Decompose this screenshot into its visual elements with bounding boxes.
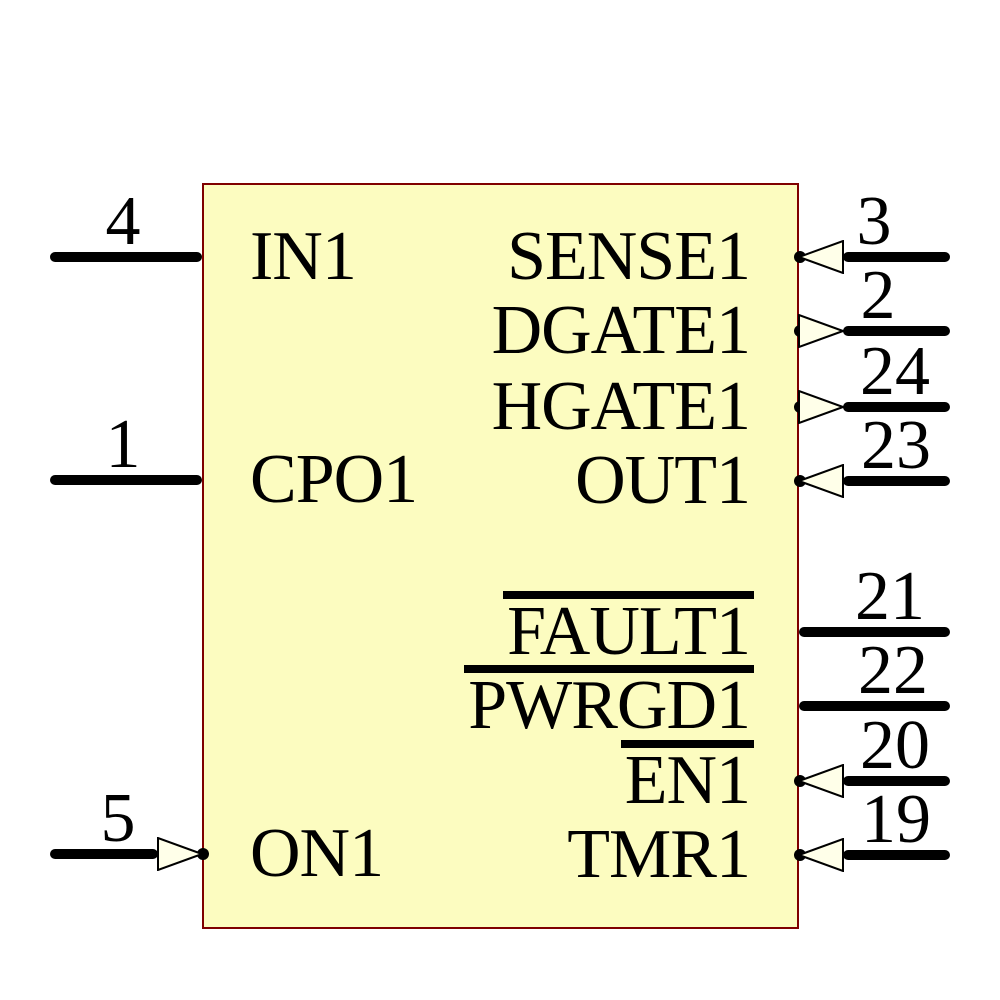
pin-line-23[interactable]: [843, 476, 950, 486]
pin-label-in1: IN1: [250, 218, 357, 295]
pin-label-en1: EN1: [620, 740, 754, 816]
ic-body[interactable]: [202, 183, 799, 929]
pin-number-24: 24: [860, 333, 930, 410]
pin-number-22: 22: [858, 632, 928, 709]
pin-line-3[interactable]: [843, 252, 950, 262]
pin-number-5: 5: [100, 780, 136, 857]
pin-number-3: 3: [856, 183, 892, 260]
pin-line-19[interactable]: [843, 850, 950, 860]
pin-number-2: 2: [860, 257, 896, 334]
pin-arrow-out-of-body-24: [798, 390, 844, 424]
pin-number-23: 23: [861, 407, 931, 484]
pin-label-cpo1: CPO1: [250, 441, 418, 518]
pin-arrow-into-body-23: [798, 464, 844, 498]
pin-label-fault1: FAULT1: [503, 591, 754, 667]
pin-label-out1: OUT1: [575, 442, 751, 519]
pin-arrow-into-body-20: [798, 764, 844, 798]
pin-label-tmr1: TMR1: [567, 816, 751, 893]
pin-label-pwrgd1: PWRGD1: [464, 665, 754, 741]
pin-label-sense1: SENSE1: [507, 218, 751, 295]
pin-number-20: 20: [860, 707, 930, 784]
pin-line-5[interactable]: [50, 849, 158, 859]
pin-arrow-into-body-5: [157, 837, 203, 871]
pin-line-21[interactable]: [799, 627, 950, 637]
pin-line-24[interactable]: [843, 402, 950, 412]
pin-dot-5: [197, 848, 209, 860]
pin-line-20[interactable]: [843, 776, 950, 786]
pin-number-4: 4: [105, 183, 141, 260]
overline-bar-en1: [620, 740, 754, 748]
pin-number-1: 1: [105, 406, 141, 483]
pin-number-19: 19: [861, 781, 931, 858]
overline-bar-pwrgd1: [464, 665, 754, 673]
pin-line-22[interactable]: [799, 701, 950, 711]
pin-line-1[interactable]: [50, 475, 202, 485]
pin-arrow-into-body-3: [798, 240, 844, 274]
pin-label-on1: ON1: [250, 815, 384, 892]
pin-number-21: 21: [855, 558, 925, 635]
pin-label-hgate1: HGATE1: [491, 368, 751, 445]
pin-line-2[interactable]: [843, 326, 950, 336]
pin-line-4[interactable]: [50, 252, 202, 262]
overline-bar-fault1: [503, 591, 754, 599]
pin-label-dgate1: DGATE1: [491, 292, 751, 369]
pin-arrow-out-of-body-2: [798, 314, 844, 348]
pin-arrow-into-body-19: [798, 838, 844, 872]
